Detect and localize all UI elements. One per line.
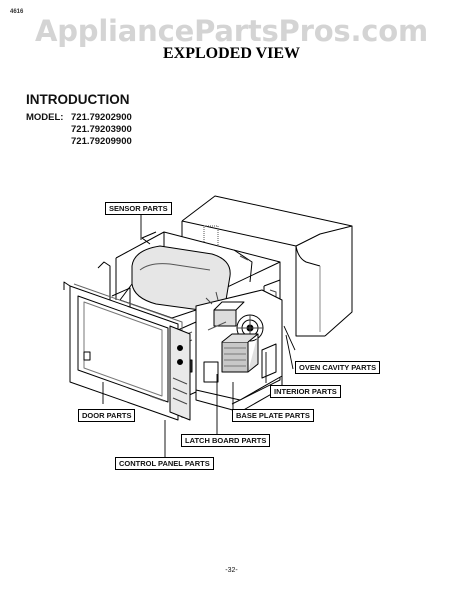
callout-door-parts: DOOR PARTS [78, 409, 136, 422]
model-number: 721.79203900 [71, 124, 132, 135]
corner-mark: 4616 [10, 9, 24, 15]
page-number: -32- [225, 567, 238, 574]
callout-sensor-parts: SENSOR PARTS [105, 202, 172, 215]
callout-control-panel-parts: CONTROL PANEL PARTS [115, 457, 214, 470]
model-label: MODEL: [26, 112, 64, 123]
model-number: 721.79209900 [71, 136, 132, 147]
intro-heading: INTRODUCTION [26, 92, 130, 107]
leader-lines [102, 214, 296, 457]
callout-base-plate-parts: BASE PLATE PARTS [232, 409, 314, 422]
control-panel [169, 325, 191, 421]
door-assembly [63, 281, 183, 421]
callout-interior-parts: INTERIOR PARTS [270, 385, 341, 398]
callout-oven-cavity-parts: OVEN CAVITY PARTS [295, 361, 381, 374]
page-title: EXPLODED VIEW [162, 45, 301, 62]
callout-latch-board-parts: LATCH BOARD PARTS [181, 434, 271, 447]
model-number: 721.79202900 [71, 112, 132, 123]
watermark: AppliancePartsPros.com [34, 14, 429, 48]
